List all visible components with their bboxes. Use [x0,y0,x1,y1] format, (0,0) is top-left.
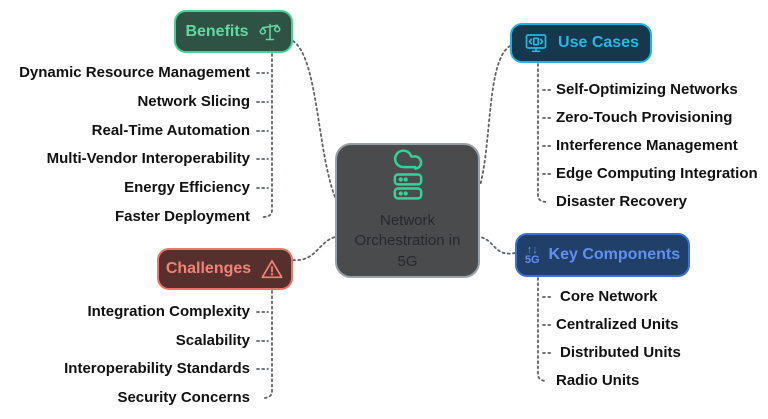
use-cases-label: Use Cases [558,34,639,51]
connector-usecases-spine [537,63,548,203]
benefits-label: Benefits [185,22,249,40]
balance-scale-icon [258,20,282,44]
cloud-server-icon [387,149,429,205]
key-component-item[interactable]: Distributed Units [560,344,681,361]
benefit-item[interactable]: Faster Deployment [114,208,250,225]
connector-keycomponents-center [479,236,516,255]
central-node-label: Network Orchestration in 5G [354,212,461,270]
use-case-item[interactable]: Zero-Touch Provisioning [556,109,733,126]
branch-node-use-cases[interactable]: Use Cases [510,23,652,63]
5g-icon-text: 5G [524,254,540,266]
connector-challenges-center [292,236,336,261]
warning-triangle-icon [260,257,284,281]
use-case-item[interactable]: Interference Management [556,137,738,154]
central-node[interactable]: Network Orchestration in 5G [335,143,480,278]
connector-benefits-spine [262,53,273,218]
branch-node-challenges[interactable]: Challenges [157,248,293,290]
key-component-item[interactable]: Centralized Units [556,316,679,333]
5g-arrows-icon: ↑↓ 5G [524,244,540,266]
branch-node-key-components[interactable]: ↑↓ 5G Key Components [515,233,690,277]
connector-usecases-center [479,45,511,187]
use-case-item[interactable]: Edge Computing Integration [556,165,758,182]
challenge-item[interactable]: Integration Complexity [87,303,250,320]
benefit-item[interactable]: Energy Efficiency [124,179,250,196]
connector-benefits-center [292,40,336,198]
challenge-item[interactable]: Security Concerns [117,389,250,406]
use-case-item[interactable]: Disaster Recovery [556,193,687,210]
benefit-item[interactable]: Network Slicing [137,93,250,110]
key-component-item[interactable]: Radio Units [556,372,640,389]
5g-icon-arrows: ↑↓ [526,244,538,256]
connector-challenges-spine [262,290,273,399]
monitor-code-icon [523,31,549,55]
challenges-label: Challenges [165,260,252,277]
challenge-item[interactable]: Scalability [175,332,250,349]
benefit-item[interactable]: Dynamic Resource Management [19,64,250,81]
benefit-item[interactable]: Multi-Vendor Interoperability [46,150,250,167]
use-case-item[interactable]: Self-Optimizing Networks [556,81,738,98]
branch-node-benefits[interactable]: Benefits [174,10,293,53]
benefit-item[interactable]: Real-Time Automation [91,122,250,139]
connector-keycomponents-spine [537,277,548,382]
key-components-label: Key Components [548,246,681,263]
challenge-item[interactable]: Interoperability Standards [64,360,250,377]
key-component-item[interactable]: Core Network [560,288,658,305]
